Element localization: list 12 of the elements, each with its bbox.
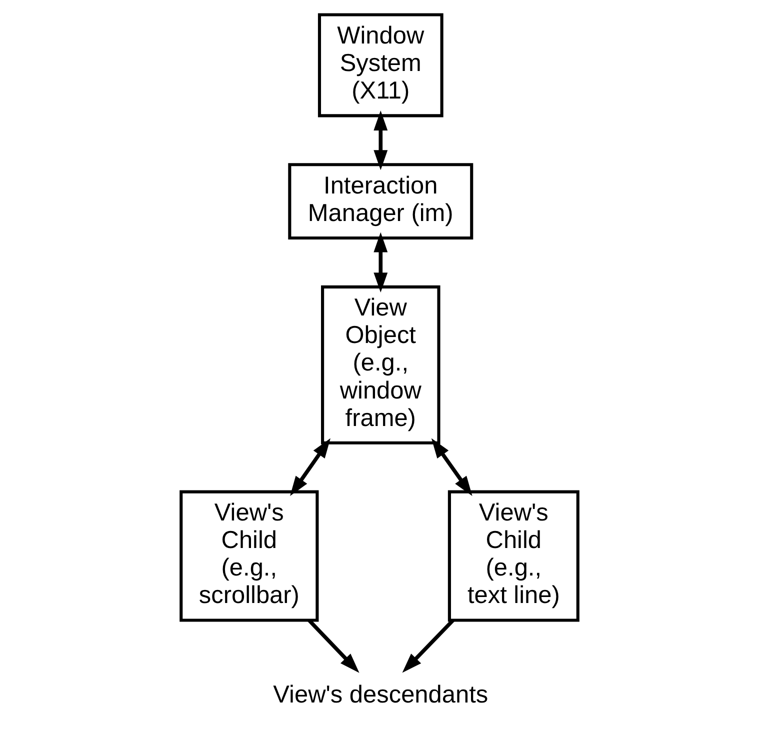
arrow bbox=[307, 619, 359, 673]
node-box: Window System (X11) bbox=[317, 13, 443, 118]
arrow bbox=[373, 110, 388, 170]
node-box: View's Child (e.g., text line) bbox=[447, 490, 579, 622]
arrow bbox=[430, 438, 472, 496]
node-text: View's descendants bbox=[272, 682, 488, 709]
node-box: Interaction Manager (im) bbox=[288, 163, 473, 240]
arrow bbox=[290, 438, 330, 496]
node-box: View Object (e.g., window frame) bbox=[320, 285, 440, 444]
arrow bbox=[402, 619, 454, 673]
arrow bbox=[373, 232, 388, 293]
node-box: View's Child (e.g., scrollbar) bbox=[179, 490, 318, 622]
